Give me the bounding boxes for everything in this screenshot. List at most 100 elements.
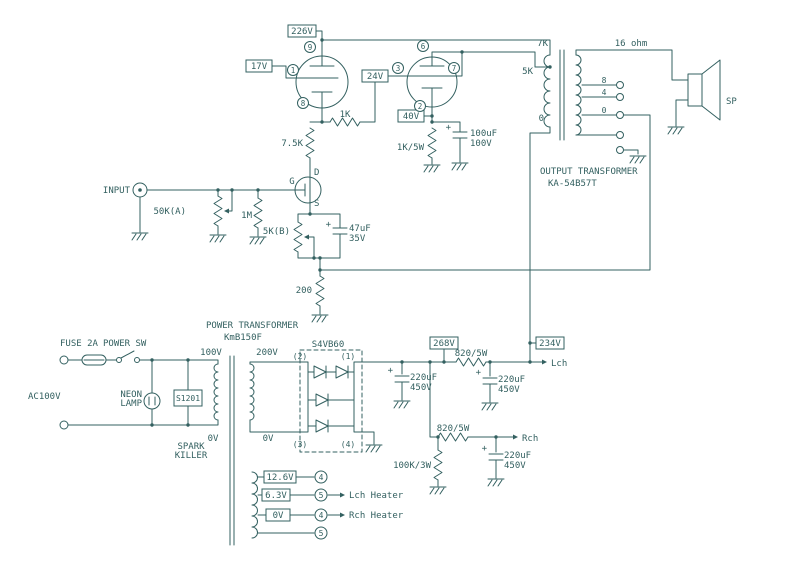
- cap-220uf-3: [488, 453, 504, 461]
- rectifier-pin2-label: (2): [293, 352, 307, 361]
- pot-5k-wiper-arrow: [304, 234, 309, 240]
- heater-pin-3: 4: [314, 508, 328, 522]
- cap2-value: 220uF: [498, 375, 525, 385]
- cap47-voltage: 35V: [349, 234, 366, 244]
- feedback-resistor-label: 200: [296, 286, 312, 296]
- spark-label-2: KILLER: [175, 451, 208, 461]
- resistor-820-lch: [455, 357, 487, 367]
- rectifier-name-label: S4VB60: [312, 340, 345, 350]
- circuit-wires: [67, 30, 689, 534]
- voltage-box-268v: 268V: [429, 336, 459, 350]
- label-0v-heater: 0V: [273, 511, 284, 521]
- cap100-plus: +: [446, 123, 452, 133]
- secondary-0v-label: 0V: [263, 434, 274, 444]
- primary-100v-label: 100V: [200, 348, 222, 358]
- heater-pin-2: 5: [314, 488, 328, 502]
- filter-resistor-lch-label: 820/5W: [455, 349, 488, 359]
- cap2-plus: +: [476, 368, 482, 378]
- tube1-pin-cathode: 8: [297, 97, 309, 109]
- tube1-pin-grid: 1: [287, 64, 299, 76]
- ac-plug-terminal-top: [59, 355, 69, 365]
- grid-resistor-label: 1M: [241, 211, 252, 221]
- resistor-1k5w: [427, 127, 437, 159]
- fuse-label: FUSE 2A: [60, 339, 99, 349]
- heater-pin-label-1: 4: [319, 473, 324, 482]
- cap100-value: 100uF: [470, 129, 497, 139]
- opt-title-2: KA-54B57T: [548, 179, 597, 189]
- cap3-plus: +: [482, 444, 488, 454]
- drain-resistor-label: 7.5K: [281, 139, 303, 149]
- resistors: [213, 117, 487, 481]
- diode-4: [315, 419, 329, 433]
- neon-lamp: [143, 392, 161, 410]
- opt-title-1: OUTPUT TRANSFORMER: [540, 167, 638, 177]
- cap1-voltage: 450V: [410, 383, 432, 393]
- pot-50k: [213, 195, 223, 227]
- rectifier-pin1-label: (1): [341, 352, 355, 361]
- pot-50k-wiper-arrow: [224, 208, 229, 214]
- pt-title-1: POWER TRANSFORMER: [206, 321, 299, 331]
- tap-0-label: 0: [602, 106, 607, 115]
- heater-pin-label-4: 5: [319, 529, 324, 538]
- volume-pot-label: 50K(A): [153, 207, 186, 217]
- pin-label-7: 7: [452, 64, 457, 73]
- primary-impedance-label: 7K: [537, 39, 548, 49]
- speaker-terminals: [616, 81, 624, 154]
- pt-hv-winding: [249, 363, 255, 421]
- cap-220uf-1: [394, 375, 410, 383]
- cap1-plus: +: [388, 366, 394, 376]
- resistor-200: [315, 275, 325, 307]
- cap-100uf: [452, 131, 468, 139]
- opt-secondary-winding: [575, 54, 582, 136]
- pt-title-2: KmB150F: [224, 333, 262, 343]
- terminal-4ohm: [616, 93, 624, 101]
- switch-label: POWER SW: [103, 339, 147, 349]
- power-wires: [67, 342, 544, 534]
- text-labels: INPUT 50K(A) 1M G D S 5K(B) + 47uF 35V 2…: [28, 39, 737, 521]
- ac-label: AC100V: [28, 392, 61, 402]
- primary-zero-label: 0: [539, 114, 544, 124]
- tap-8-label: 8: [602, 76, 607, 85]
- resistor-820-rch: [437, 432, 469, 442]
- lch-heater-arrow: [340, 492, 345, 498]
- diode-2: [335, 365, 349, 379]
- opt-core: [559, 49, 565, 141]
- cap-220uf-2: [482, 377, 498, 385]
- voltage-box-6-3v: 6.3V: [261, 488, 291, 502]
- rectifier-pin4-label: (4): [341, 440, 355, 449]
- resistor-100k: [433, 449, 443, 481]
- pot-5k: [293, 221, 303, 253]
- terminal-0ohm: [616, 111, 624, 119]
- tube2-pin-grid: 3: [392, 62, 404, 74]
- label-226v: 226V: [291, 27, 313, 37]
- rch-label: Rch: [522, 434, 538, 444]
- diode-3: [315, 393, 329, 407]
- bleeder-resistor-label: 100K/3W: [393, 461, 432, 471]
- bridge-rectifier: [299, 349, 363, 453]
- cathode-resistor-label: 1K/5W: [397, 143, 425, 153]
- capacitors: [332, 131, 504, 461]
- pin-label-9: 9: [308, 43, 313, 52]
- label-268v: 268V: [433, 339, 455, 349]
- output-wires: [529, 49, 689, 363]
- tube2-pin-plate: 6: [417, 40, 429, 52]
- fet-source-label: S: [314, 199, 319, 209]
- tube1-pin-plate: 9: [304, 41, 316, 53]
- tube2-pin-screen: 7: [448, 62, 460, 74]
- voltage-box-0v-heater: 0V: [265, 508, 291, 522]
- label-12-6v: 12.6V: [266, 473, 294, 483]
- tube2-pin-cathode: 2: [414, 100, 426, 112]
- speaker-label: SP: [726, 97, 737, 107]
- tube-v1: [295, 55, 349, 109]
- speaker: [687, 59, 721, 121]
- ac-input: S1201: [59, 350, 203, 430]
- voltage-box-17v: 17V: [245, 59, 273, 73]
- label-234v: 234V: [539, 339, 561, 349]
- heater-pin-label-3: 4: [319, 511, 324, 520]
- pt-heater-winding: [251, 471, 258, 539]
- neon-label-2: LAMP: [120, 399, 142, 409]
- lch-heater-label: Lch Heater: [349, 491, 404, 501]
- power-switch: [116, 350, 140, 363]
